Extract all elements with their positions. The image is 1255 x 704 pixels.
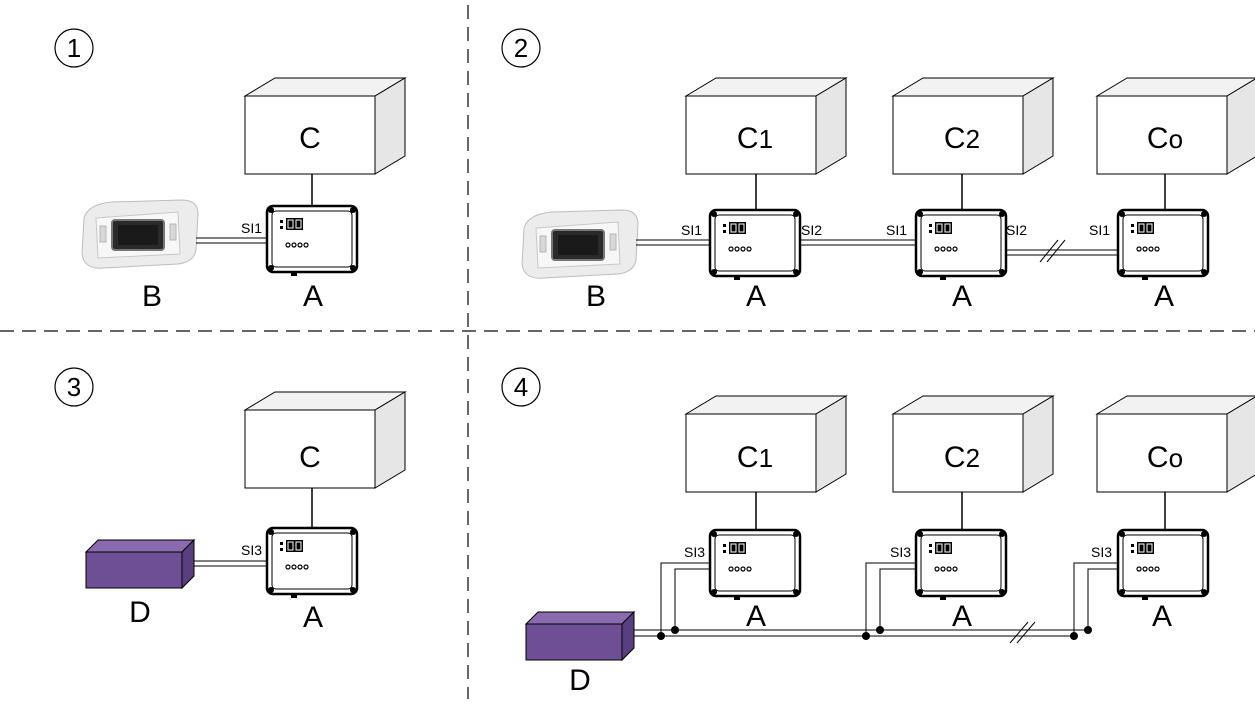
quadrant-4: 4 C1 C2 Co SI3 SI3 SI3 (501, 367, 1255, 697)
port-label: SI1 (681, 222, 702, 238)
cable-break (1039, 239, 1059, 263)
controller-module (1116, 208, 1210, 282)
quadrant-number-circle (54, 28, 94, 68)
junction-dot (1084, 626, 1092, 634)
module-label: A (952, 600, 972, 633)
junction-dot (1070, 632, 1078, 640)
cube-label: C (299, 122, 321, 155)
device-box-label: D (129, 596, 151, 629)
drop-cable (1073, 562, 1118, 636)
port-label: SI2 (1006, 222, 1027, 238)
device-box-label: D (569, 664, 591, 697)
controller-module (265, 204, 359, 278)
quadrant-number: 1 (67, 33, 81, 63)
controller-module (1116, 528, 1210, 602)
quadrant-1: 1 C B SI1 A (54, 28, 406, 313)
device-box-icon (525, 611, 635, 661)
device-box-icon (85, 539, 195, 589)
junction-dot (862, 632, 870, 640)
port-label: SI1 (241, 220, 262, 236)
cable-break (1046, 239, 1066, 263)
quadrant-number-circle (501, 28, 541, 68)
module-label: A (746, 600, 766, 633)
quadrant-number-circle (501, 367, 541, 407)
thermostat-label: B (142, 280, 162, 313)
cube-label: C2 (944, 122, 980, 155)
cube-label: C2 (944, 441, 980, 474)
port-label: SI1 (1089, 222, 1110, 238)
port-label: SI2 (801, 222, 822, 238)
thermostat-icon (521, 209, 639, 280)
cube-label: C (299, 441, 321, 474)
quadrant-number-circle (54, 367, 94, 407)
port-label: SI3 (1091, 544, 1112, 560)
drop-cable (879, 568, 916, 630)
junction-dot (671, 626, 679, 634)
cable-break (1016, 621, 1036, 644)
port-label: SI1 (886, 222, 907, 238)
controller-module (914, 208, 1008, 282)
controller-module (265, 526, 359, 600)
module-label: A (1154, 280, 1174, 313)
drop-cable (674, 568, 710, 630)
thermostat-icon (81, 199, 199, 270)
cube-label: Co (1147, 441, 1183, 474)
cube-label: C1 (737, 441, 773, 474)
quadrant-3: 3 C D SI3 A (54, 367, 406, 634)
controller-module (708, 208, 802, 282)
port-label: SI3 (890, 544, 911, 560)
cube-label: Co (1147, 122, 1183, 155)
module-label: A (1152, 600, 1172, 633)
controller-module (708, 528, 802, 602)
cube (244, 77, 406, 175)
quadrant-number: 3 (67, 372, 81, 402)
thermostat-label: B (586, 280, 606, 313)
cube (244, 391, 406, 489)
drop-cable (1087, 568, 1118, 630)
drop-cable (865, 562, 916, 636)
module-label: A (952, 280, 972, 313)
module-label: A (303, 601, 323, 634)
module-label: A (746, 280, 766, 313)
cube-label: C1 (737, 122, 773, 155)
quadrant-2: 2 C1 C2 Co B SI1 SI2 SI1 SI2 SI1 A A (501, 28, 1255, 313)
controller-module (914, 528, 1008, 602)
quadrant-number: 4 (514, 372, 528, 402)
drop-cable (660, 562, 710, 636)
junction-dot (876, 626, 884, 634)
port-label: SI3 (684, 544, 705, 560)
module-label: A (303, 280, 323, 313)
port-label: SI3 (241, 542, 262, 558)
junction-dot (657, 632, 665, 640)
cable-break (1009, 621, 1029, 644)
quadrant-number: 2 (514, 33, 528, 63)
